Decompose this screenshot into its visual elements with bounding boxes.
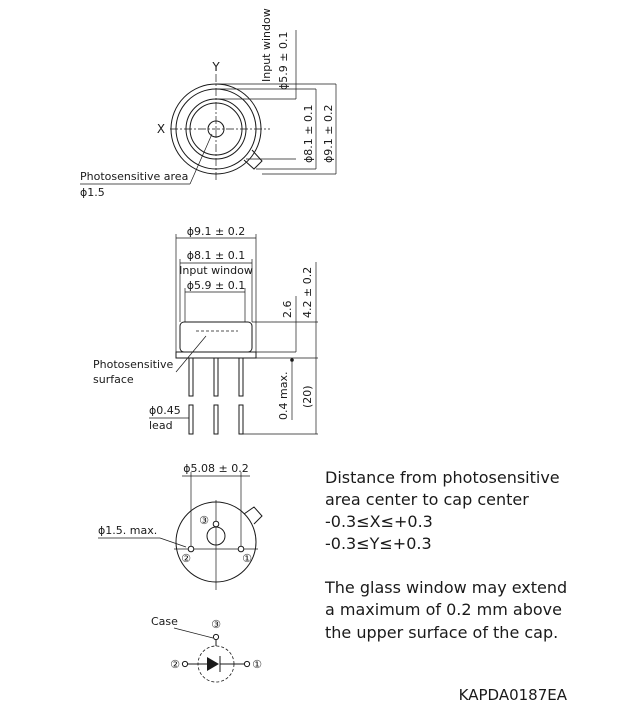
side-dim-26: 2.6 [281, 301, 294, 319]
note-distance-line-3: -0.3≤X≤+0.3 [325, 512, 433, 531]
side-lead-center [213, 357, 219, 397]
note-glass-line-3: the upper surface of the cap. [325, 623, 558, 642]
top-input-window-dim: ϕ5.9 ± 0.1 [277, 32, 290, 90]
note-distance-line-4: -0.3≤Y≤+0.3 [325, 534, 432, 553]
schematic: Case ③ ② ① [151, 615, 262, 683]
drawing-code: KAPDA0187EA [459, 686, 568, 704]
side-dim-inner: ϕ8.1 ± 0.1 [187, 249, 245, 262]
photosensitive-surface-label-2: surface [93, 373, 134, 386]
schematic-pin-3-label: ③ [211, 618, 221, 631]
schematic-pin-2 [181, 660, 189, 668]
schematic-pin-2-label: ② [170, 658, 180, 671]
side-lead-left [188, 357, 194, 397]
lead-label: lead [149, 419, 173, 432]
side-dim-outer: ϕ9.1 ± 0.2 [187, 225, 245, 238]
note-distance-line-2: area center to cap center [325, 490, 529, 509]
schematic-pin-1 [243, 660, 251, 668]
notes: Distance from photosensitive area center… [324, 468, 567, 642]
bottom-pitch-dim: ϕ5.08 ± 0.2 [183, 462, 248, 475]
top-dim-inner: ϕ8.1 ± 0.1 [302, 105, 315, 163]
schematic-diode-triangle [207, 657, 219, 671]
note-glass-line-2: a maximum of 0.2 mm above [325, 600, 562, 619]
bottom-pin-2-label: ② [181, 552, 191, 565]
top-dim-outer: ϕ9.1 ± 0.2 [322, 105, 335, 163]
side-view: ϕ9.1 ± 0.2 ϕ8.1 ± 0.1 Input window ϕ5.9 … [93, 225, 318, 435]
schematic-case-label: Case [151, 615, 178, 628]
note-distance-line-1: Distance from photosensitive [325, 468, 560, 487]
top-view: Y X Input window ϕ5.9 ± 0.1 ϕ8.1 ± 0.1 ϕ… [80, 8, 337, 199]
bottom-pin-1 [237, 545, 245, 553]
bottom-pin-1-label: ① [242, 552, 252, 565]
schematic-pin-3 [212, 633, 220, 641]
schematic-case-leader [173, 627, 214, 639]
top-index-tab [243, 149, 263, 170]
bottom-pin-3 [212, 520, 220, 528]
photosensitive-surface-leader [175, 335, 207, 373]
bottom-pin-dim: ϕ1.5. max. [98, 524, 157, 537]
photosensitive-area-leader [189, 133, 213, 185]
side-dim-dot-04 [290, 358, 294, 362]
bottom-pin-dim-leader [159, 537, 187, 548]
side-cap [179, 321, 253, 353]
lead-dim: ϕ0.45 [149, 404, 181, 417]
photosensitive-area-dim: ϕ1.5 [80, 186, 105, 199]
bottom-view: ϕ5.08 ± 0.2 ② ① ③ ϕ1.5. max. [98, 462, 263, 590]
side-lead-right-lower [238, 404, 244, 435]
schematic-pin-1-label: ① [252, 658, 262, 671]
top-input-window-label: Input window [260, 8, 273, 82]
bottom-index-tab [243, 506, 263, 525]
axis-x-label: X [157, 122, 165, 136]
side-input-window-dim: ϕ5.9 ± 0.1 [187, 279, 245, 292]
photosensitive-area-label: Photosensitive area [80, 170, 188, 183]
note-glass-line-1: The glass window may extend [324, 578, 567, 597]
side-dim-20: (20) [301, 385, 314, 408]
side-lead-center-lower [213, 404, 219, 435]
side-lead-left-lower [188, 404, 194, 435]
side-dim-04: 0.4 max. [277, 372, 290, 420]
side-input-window-label: Input window [179, 264, 253, 277]
axis-y-label: Y [211, 60, 220, 74]
bottom-pin-2 [187, 545, 195, 553]
photosensitive-surface-label-1: Photosensitive [93, 358, 174, 371]
side-lead-right [238, 357, 244, 397]
bottom-pin-3-label: ③ [199, 514, 209, 527]
side-dim-height: 4.2 ± 0.2 [301, 267, 314, 318]
